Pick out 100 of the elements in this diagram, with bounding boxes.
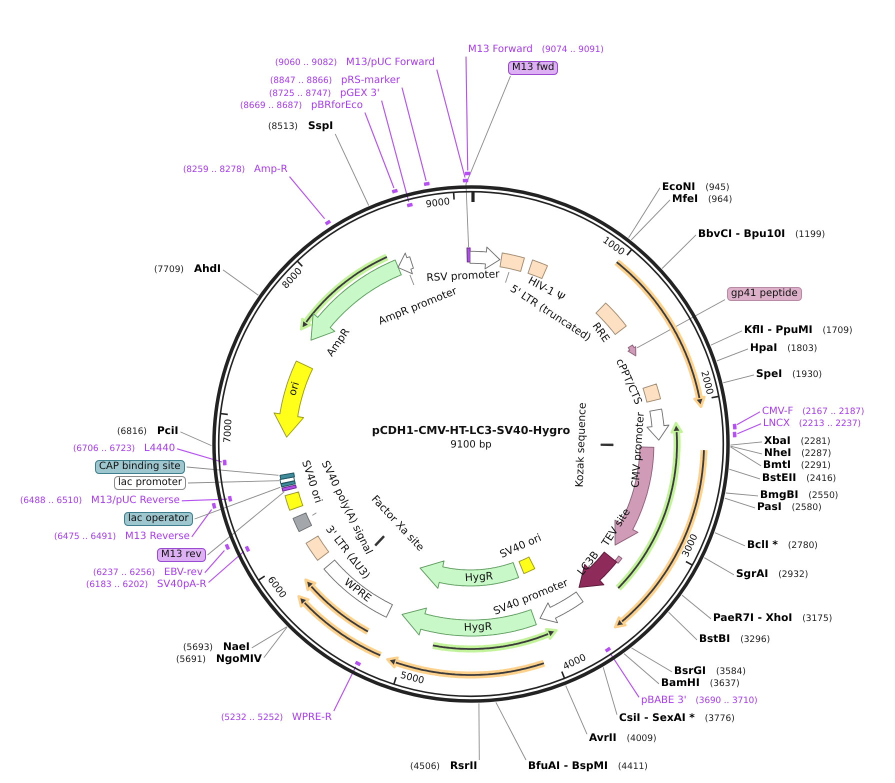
- leader-line: [478, 702, 480, 760]
- leader-line: [465, 56, 468, 170]
- feature-tick-mark: [374, 535, 386, 547]
- leader-line: [730, 441, 762, 446]
- primer-range: (8847 .. 8866): [270, 77, 332, 87]
- leader-line: [381, 100, 410, 202]
- feature-tag: lac promoter: [114, 476, 186, 490]
- primer-mark: [604, 646, 612, 654]
- primer-name: pRS-marker: [341, 75, 400, 86]
- feature-label: SV40 ori: [298, 459, 324, 505]
- leader-line: [730, 446, 762, 466]
- primer-name: WPRE-R: [292, 712, 332, 723]
- primer-range: (2167 .. 2187): [802, 408, 864, 418]
- feature-label: SV40 ori: [498, 532, 544, 562]
- enzyme-name: EcoNI: [662, 182, 696, 194]
- enzyme-name: KflI - PpuMI: [744, 325, 813, 337]
- primer-mark: [224, 542, 232, 551]
- leader-line: [251, 626, 288, 648]
- feature-label: ori: [288, 381, 303, 398]
- feature-tick-mark: [614, 554, 623, 564]
- cut-site-position: (3584): [716, 668, 746, 678]
- enzyme-name: BstBI: [699, 634, 730, 646]
- primer-mark: [423, 180, 431, 187]
- leader-line: [186, 466, 279, 476]
- cut-site-position: (4009): [626, 735, 657, 745]
- leader-line: [737, 423, 762, 434]
- primer-name: pBRforEco: [311, 100, 363, 111]
- primer-name: LNCX: [763, 418, 790, 429]
- enzyme-name: SpeI: [756, 369, 782, 381]
- leader-line: [610, 653, 640, 698]
- enzyme-name: BstEII: [762, 473, 796, 485]
- feature-stripe: [278, 472, 295, 480]
- leader-line: [704, 557, 734, 576]
- leader-line: [730, 446, 762, 454]
- leader-line: [180, 431, 212, 446]
- primer-name: EBV-rev: [164, 567, 203, 578]
- enzyme-name: XbaI: [764, 436, 791, 448]
- directional-feature-block: [578, 551, 618, 589]
- leader-line: [602, 666, 618, 716]
- leader-line: [628, 187, 660, 238]
- leader-line: [495, 702, 526, 760]
- primer-range: (8725 .. 8747): [269, 90, 332, 100]
- primer-mark: [222, 459, 228, 466]
- leader-line: [714, 532, 746, 546]
- feature-stripe: [280, 484, 298, 492]
- primer-range: (3690 .. 3710): [696, 697, 758, 707]
- leader-line: [716, 348, 748, 362]
- cut-site-position: (7709): [154, 266, 184, 276]
- leader-line: [207, 491, 285, 556]
- feature-label: HygR: [464, 571, 494, 584]
- cut-site-position: (2291): [800, 462, 831, 472]
- enzyme-name: BbvCI - Bpu10I: [698, 229, 786, 241]
- feature-label: CMV promoter: [630, 412, 648, 488]
- enzyme-name: BamHI: [661, 678, 700, 690]
- feature-label: HygR: [464, 622, 492, 634]
- leader-line: [724, 498, 756, 508]
- cut-site-position: (2932): [778, 571, 808, 581]
- cut-site-position: (2780): [788, 542, 818, 552]
- enzyme-name: SgrAI: [736, 569, 768, 581]
- primer-mark: [211, 502, 218, 510]
- enzyme-name: BmtI: [763, 460, 791, 472]
- feature-block: [518, 556, 536, 574]
- leader-line: [662, 234, 696, 269]
- primer-range: (6237 .. 6256): [93, 569, 156, 579]
- primer-mark: [391, 188, 399, 194]
- primer-name: pGEX 3': [340, 88, 380, 99]
- feature-block: [499, 252, 526, 272]
- feature-block: [304, 535, 330, 562]
- leader-line: [204, 550, 225, 574]
- cut-site-position: (3637): [710, 680, 740, 690]
- scale-label: 5000: [399, 671, 426, 688]
- feature-tag: lac operator: [124, 512, 193, 526]
- leader-line: [188, 480, 280, 484]
- enzyme-name: SspI: [308, 121, 334, 133]
- leader-line: [466, 76, 511, 248]
- leader-line: [401, 87, 427, 181]
- primer-range: (2213 .. 2237): [798, 420, 861, 430]
- leader-line: [682, 594, 712, 620]
- leader-line: [722, 374, 754, 384]
- enzyme-name: RsrII: [450, 761, 478, 773]
- feature-tick-mark: [600, 443, 614, 447]
- primer-name: Amp-R: [254, 164, 288, 175]
- primer-mark: [244, 544, 251, 552]
- leader-line: [624, 653, 660, 684]
- primer-name: pBABE 3': [641, 695, 687, 706]
- primer-name: M13/pUC Reverse: [91, 495, 180, 506]
- primer-range: (6706 .. 6723): [73, 445, 136, 455]
- leader-line: [334, 133, 370, 206]
- feature-tag: gp41 peptide: [727, 287, 802, 301]
- feature-label: RSV promoter: [426, 269, 500, 285]
- cut-site-position: (3296): [740, 636, 770, 646]
- feature-label: Kozak sequence: [574, 402, 590, 488]
- leader-line: [312, 512, 317, 516]
- primer-mark: [462, 178, 470, 183]
- scale-label: 2000: [698, 370, 714, 396]
- leader-line: [668, 612, 698, 640]
- primer-range: (9074 .. 9091): [542, 46, 604, 56]
- scale-label: 3000: [681, 533, 701, 560]
- cut-site-position: (1803): [787, 345, 818, 355]
- primer-range: (6475 .. 6491): [54, 533, 116, 543]
